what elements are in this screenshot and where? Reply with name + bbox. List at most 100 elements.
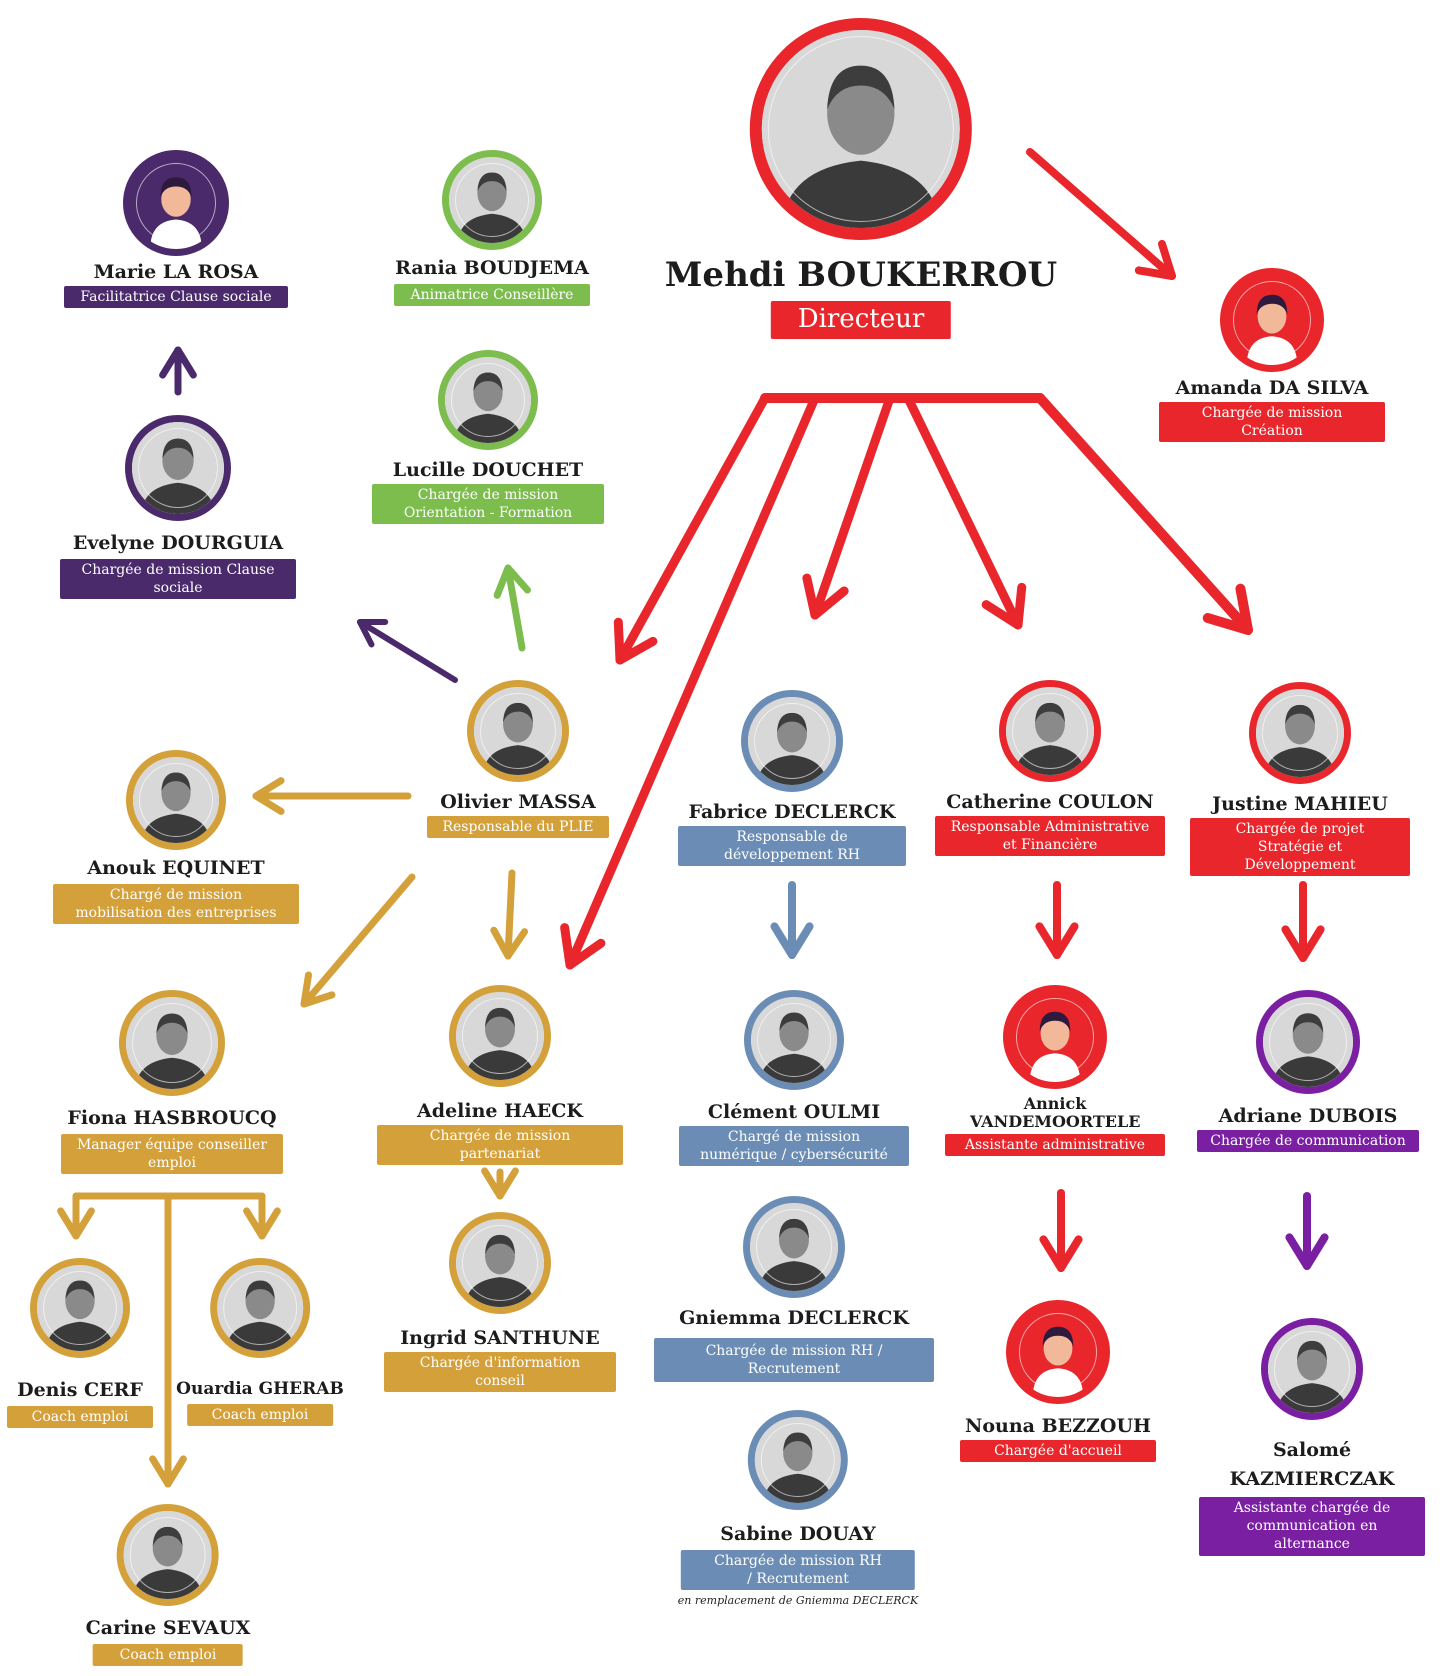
- portrait-photo: [123, 1511, 212, 1599]
- person-evelyne: Evelyne DOURGUIA Chargée de mission Clau…: [60, 415, 296, 600]
- avatar-sabine: [748, 1410, 848, 1510]
- nouna-name: Nouna BEZZOUH: [965, 1415, 1151, 1437]
- person-carine: Carine SEVAUX Coach emploi: [85, 1504, 251, 1667]
- ouardia-name: Ouardia GHERAB: [176, 1379, 344, 1399]
- justine-role: Chargée de projet Stratégie et Développe…: [1190, 817, 1410, 877]
- portrait-photo: [126, 997, 218, 1089]
- person-ingrid: Ingrid SANTHUNE Chargée d'information co…: [384, 1212, 616, 1393]
- connector-arrow: [481, 1167, 519, 1200]
- adriane-name: Adriane DUBOIS: [1218, 1105, 1398, 1127]
- avatar-clement: [744, 990, 844, 1090]
- portrait-photo: [748, 697, 836, 785]
- person-fabrice: Fabrice DECLERCK Responsable de développ…: [678, 690, 906, 867]
- fiona-role: Manager équipe conseiller emploi: [61, 1133, 283, 1175]
- sabine-name: Sabine DOUAY: [720, 1523, 876, 1545]
- avatar-adriane: [1256, 990, 1360, 1094]
- portrait-photo: [1268, 1325, 1356, 1413]
- gniemma-role: Chargée de mission RH / Recrutement: [654, 1337, 934, 1383]
- director-role: Directeur: [771, 301, 951, 339]
- annick-role: Assistante administrative: [945, 1133, 1165, 1156]
- person-justine: Justine MAHIEU Chargée de projet Stratég…: [1190, 682, 1410, 877]
- avatar-catherine: [999, 680, 1101, 782]
- avatar-lucille: [438, 350, 538, 450]
- avatar-nouna: [1006, 1300, 1110, 1404]
- clement-role: Chargé de mission numérique / cybersécur…: [679, 1125, 909, 1167]
- person-clement: Clément OULMI Chargé de mission numériqu…: [679, 990, 909, 1167]
- avatar-carine: [116, 1504, 219, 1606]
- person-gniemma: Gniemma DECLERCK Chargée de mission RH /…: [654, 1196, 934, 1383]
- portrait-photo: [474, 687, 562, 775]
- person-marie: Marie LA ROSA Facilitatrice Clause socia…: [64, 150, 288, 309]
- anouk-role: Chargé de mission mobilisation des entre…: [53, 883, 299, 925]
- connector-arrow: [1285, 1192, 1329, 1270]
- portrait-photo: [445, 357, 531, 443]
- ingrid-name: Ingrid SANTHUNE: [400, 1327, 600, 1349]
- portrait-photo: [1263, 997, 1353, 1087]
- avatar-marie: [123, 150, 229, 256]
- user-silhouette-icon: [1029, 1011, 1081, 1082]
- portrait-photo: [456, 1219, 544, 1307]
- person-rania: Rania BOUDJEMA Animatrice Conseillère: [394, 150, 590, 307]
- person-adeline: Adeline HAECK Chargée de mission partena…: [377, 985, 623, 1166]
- person-lucille: Lucille DOUCHET Chargée de mission Orien…: [372, 350, 604, 525]
- avatar-evelyne: [125, 415, 231, 521]
- person-adriane: Adriane DUBOIS Chargée de communication: [1197, 990, 1419, 1153]
- connector-arrow: [490, 869, 529, 960]
- adeline-role: Chargée de mission partenariat: [377, 1124, 623, 1166]
- olivier-name: Olivier MASSA: [440, 791, 596, 813]
- connector-arrow: [560, 393, 820, 970]
- portrait-photo: [751, 997, 837, 1083]
- portrait-photo: [762, 30, 960, 228]
- portrait-photo: [37, 1265, 123, 1351]
- portrait-photo: [750, 1203, 838, 1291]
- portrait-photo: [217, 1265, 303, 1351]
- portrait-photo: [1006, 687, 1094, 775]
- portrait-photo: [456, 992, 544, 1080]
- person-amanda: Amanda DA SILVA Chargée de mission Créat…: [1159, 268, 1385, 443]
- avatar-amanda: [1220, 268, 1324, 372]
- connector-arrow: [1035, 881, 1079, 959]
- fabrice-name: Fabrice DECLERCK: [688, 801, 896, 823]
- anouk-name: Anouk EQUINET: [87, 857, 265, 879]
- amanda-name: Amanda DA SILVA: [1175, 377, 1369, 399]
- ingrid-role: Chargée d'information conseil: [384, 1351, 616, 1393]
- connector-arrow: [1035, 393, 1253, 635]
- avatar-olivier: [467, 680, 569, 782]
- adeline-name: Adeline HAECK: [417, 1100, 583, 1122]
- connector-arrow: [1281, 881, 1325, 962]
- nouna-role: Chargée d'accueil: [960, 1439, 1156, 1463]
- justine-name: Justine MAHIEU: [1212, 793, 1388, 815]
- gniemma-name: Gniemma DECLERCK: [679, 1307, 909, 1329]
- user-silhouette-icon: [1246, 294, 1298, 365]
- amanda-role: Chargée de mission Création: [1159, 401, 1385, 443]
- person-sabine: Sabine DOUAY Chargée de mission RH / Rec…: [678, 1410, 918, 1607]
- catherine-name: Catherine COULON: [946, 791, 1154, 813]
- person-fiona: Fiona HASBROUCQ Manager équipe conseille…: [61, 990, 283, 1175]
- carine-name: Carine SEVAUX: [85, 1617, 251, 1639]
- denis-role: Coach emploi: [7, 1405, 153, 1429]
- avatar-anouk: [126, 750, 226, 850]
- person-denis: Denis CERF Coach emploi: [7, 1258, 153, 1429]
- avatar-ingrid: [449, 1212, 551, 1314]
- connector-arrow: [1026, 148, 1176, 280]
- carine-role: Coach emploi: [92, 1643, 243, 1667]
- connector-arrow: [493, 564, 531, 652]
- portrait-photo: [1256, 689, 1344, 777]
- clement-name: Clément OULMI: [707, 1101, 881, 1123]
- marie-role: Facilitatrice Clause sociale: [64, 285, 288, 309]
- portrait-photo: [449, 157, 535, 243]
- catherine-role: Responsable Administrative et Financière: [935, 815, 1165, 857]
- avatar-gniemma: [743, 1196, 845, 1298]
- sabine-note: en remplacement de Gniemma DECLERCK: [677, 1594, 919, 1608]
- rania-name: Rania BOUDJEMA: [395, 257, 589, 279]
- salome-role: Assistante chargée de communication en a…: [1199, 1497, 1425, 1556]
- connector-arrow: [770, 881, 814, 959]
- person-salome: Salomé KAZMIERCZAK Assistante chargée de…: [1199, 1318, 1425, 1556]
- person-director: Mehdi BOUKERROU Directeur: [665, 18, 1057, 339]
- person-ouardia: Ouardia GHERAB Coach emploi: [176, 1258, 344, 1426]
- connector-arrow: [613, 393, 770, 665]
- person-olivier: Olivier MASSA Responsable du PLIE: [427, 680, 609, 839]
- connector-arrow: [57, 1192, 95, 1240]
- connector-arrow: [159, 346, 197, 396]
